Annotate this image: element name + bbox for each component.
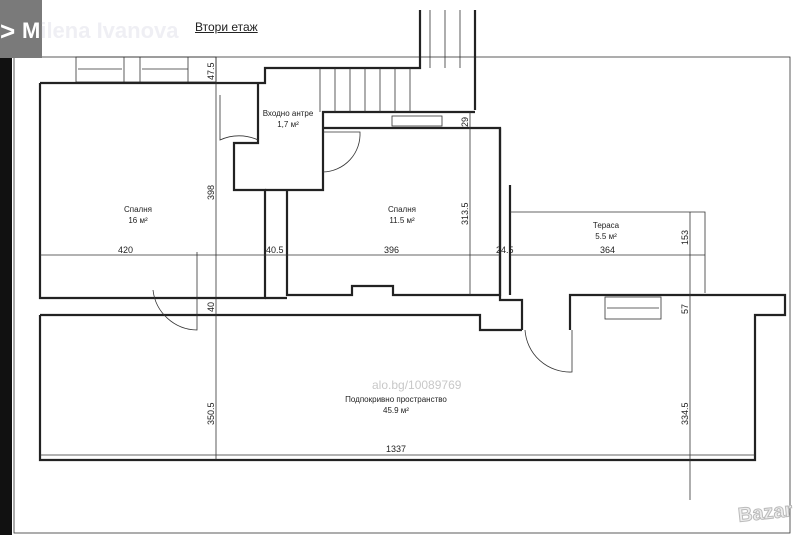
watermark-initial: M [22,18,41,43]
room-area: 11.5 м² [389,216,415,225]
bedroom-1-walls [38,10,477,300]
room-area: 45.9 м² [383,406,409,415]
room-name: Спалня [388,205,416,214]
dimension-label: 47.5 [206,62,216,80]
dimension-label: 1337 [386,444,406,454]
dimension-label: 313.5 [460,202,470,225]
dimension-label: 364 [600,245,615,255]
dimension-label: 153 [680,230,690,245]
staircase [319,10,461,127]
source-watermark: alo.bg/10089769 [372,378,462,392]
dimension-label: 350.5 [206,402,216,425]
room-area: 5.5 м² [595,232,617,241]
user-watermark: Milena Ivanova [22,18,179,44]
chevron-right-icon: > [0,16,16,46]
room-name: Входно антре [263,109,314,118]
watermark-rest: ilena Ivanova [40,18,179,43]
dimension-label: 396 [384,245,399,255]
dimension-label: 24.5 [496,245,514,255]
dimension-label: 334.5 [680,402,690,425]
dimension-label: 29 [460,117,470,127]
room-name: Подпокривно пространство [345,395,447,404]
dimension-label: 57 [680,304,690,314]
dimension-label: 40.5 [266,245,284,255]
outer-boundary [13,56,791,534]
dimension-label: 420 [118,245,133,255]
dimension-label: 398 [206,185,216,200]
terrace-outline [510,211,706,293]
overlay-badge [0,0,42,58]
room-name: Тераса [593,221,620,230]
top-windows [75,56,217,83]
corridor-walls [38,128,787,462]
dimension-lines [40,57,755,500]
bedroom-2-walls [265,110,502,297]
dimension-label: 40 [206,302,216,312]
room-area: 1,7 м² [277,120,299,129]
overlay-strip [0,0,12,535]
doors [152,95,662,373]
floor-title: Втори етаж [195,20,258,34]
room-name: Спалня [124,205,152,214]
room-area: 16 м² [128,216,148,225]
